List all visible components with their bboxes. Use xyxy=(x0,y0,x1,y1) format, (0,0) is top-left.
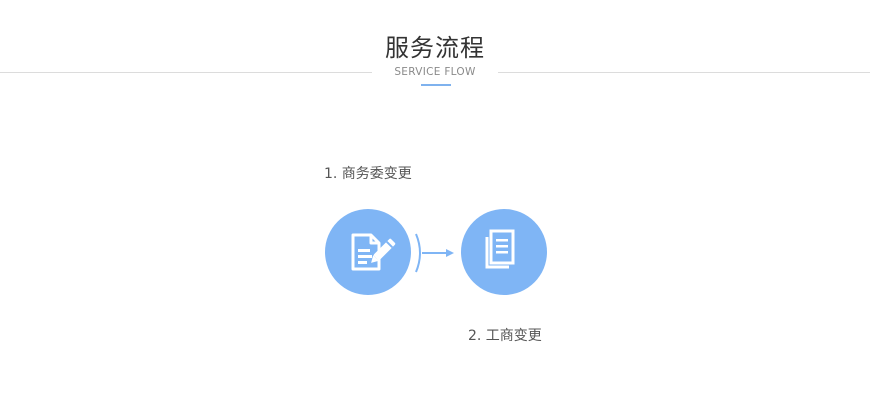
step-1-circle xyxy=(325,209,411,295)
documents-icon xyxy=(485,229,515,269)
flow-arrow xyxy=(415,233,454,273)
document-edit-icon xyxy=(351,233,396,271)
step-2-circle xyxy=(461,209,547,295)
section-title: 服务流程 xyxy=(385,34,485,62)
step-2-label: 2. 工商变更 xyxy=(468,328,542,344)
step-1-label: 1. 商务委变更 xyxy=(324,166,412,182)
divider-right xyxy=(498,72,870,73)
divider-left xyxy=(0,72,372,73)
title-accent-bar xyxy=(421,84,451,86)
section-subtitle: SERVICE FLOW xyxy=(394,66,476,78)
